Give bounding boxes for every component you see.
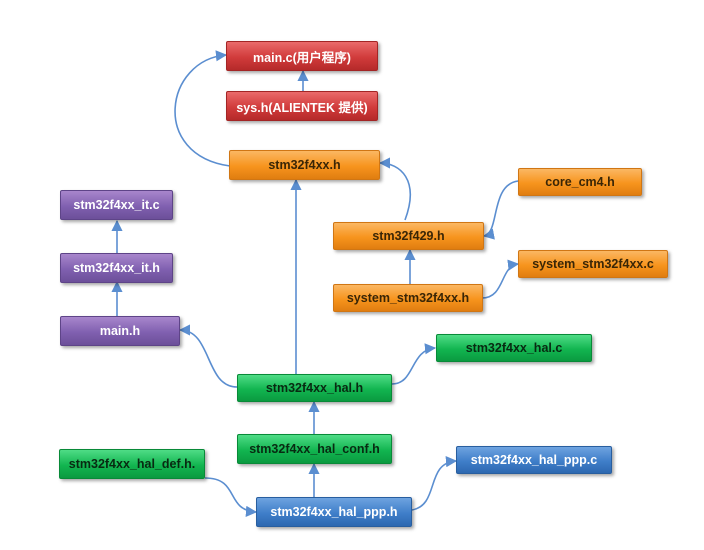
node-label: stm32f4xx_hal_ppp.h [270, 505, 398, 519]
arrow-hal-to-main-h [178, 324, 238, 388]
arrow-hal-h-to-hal-c [391, 343, 437, 385]
node-stm32f4xx-h[interactable]: stm32f4xx.h [229, 150, 380, 180]
node-label: main.c(用户程序) [253, 50, 351, 65]
node-core-cm4-h[interactable]: core_cm4.h [518, 168, 642, 196]
node-stm32f429-h[interactable]: stm32f429.h [333, 222, 484, 250]
node-label: stm32f4xx_hal_conf.h [249, 442, 380, 456]
node-label: core_cm4.h [545, 175, 615, 189]
node-label: stm32f4xx_hal.c [465, 341, 563, 355]
node-system-stm32f4xx-h[interactable]: system_stm32f4xx.h [333, 284, 483, 312]
node-label: stm32f4xx_hal.h [265, 381, 364, 395]
node-stm32f4xx-hal-def-h[interactable]: stm32f4xx_hal_def.h. [59, 449, 205, 479]
node-sys-h[interactable]: sys.h(ALIENTEK 提供) [226, 91, 378, 121]
node-stm32f4xx-hal-conf-h[interactable]: stm32f4xx_hal_conf.h [237, 434, 392, 464]
node-main-c[interactable]: main.c(用户程序) [226, 41, 378, 71]
node-label: stm32f429.h [372, 229, 445, 243]
node-stm32f4xx-it-h[interactable]: stm32f4xx_it.h [60, 253, 173, 283]
arrow-stm32f429-to-stm32f4xx [378, 157, 411, 221]
arrow-core-cm4-to-stm32f429 [482, 180, 519, 240]
node-label: stm32f4xx_hal_ppp.c [470, 453, 598, 467]
node-stm32f4xx-hal-h[interactable]: stm32f4xx_hal.h [237, 374, 392, 402]
arrow-stm32f4xx-to-main-c [174, 50, 231, 167]
node-system-stm32f4xx-c[interactable]: system_stm32f4xx.c [518, 250, 668, 278]
node-stm32f4xx-hal-ppp-h[interactable]: stm32f4xx_hal_ppp.h [256, 497, 412, 527]
node-label: system_stm32f4xx.h [346, 291, 470, 305]
node-label: stm32f4xx_it.h [73, 261, 160, 275]
node-stm32f4xx-hal-c[interactable]: stm32f4xx_hal.c [436, 334, 592, 362]
node-main-h[interactable]: main.h [60, 316, 180, 346]
node-label: stm32f4xx_hal_def.h. [68, 457, 196, 471]
arrow-def-to-ppp-h [204, 477, 258, 517]
node-label: stm32f4xx_it.c [73, 198, 160, 212]
arrow-system-h-to-system-c [481, 259, 520, 299]
node-stm32f4xx-it-c[interactable]: stm32f4xx_it.c [60, 190, 173, 220]
node-stm32f4xx-hal-ppp-c[interactable]: stm32f4xx_hal_ppp.c [456, 446, 612, 474]
node-label: system_stm32f4xx.c [532, 257, 654, 271]
arrow-ppp-h-to-ppp-c [411, 456, 458, 511]
node-label: main.h [99, 324, 141, 338]
node-label: stm32f4xx.h [268, 158, 341, 172]
node-label: sys.h(ALIENTEK 提供) [236, 100, 368, 115]
